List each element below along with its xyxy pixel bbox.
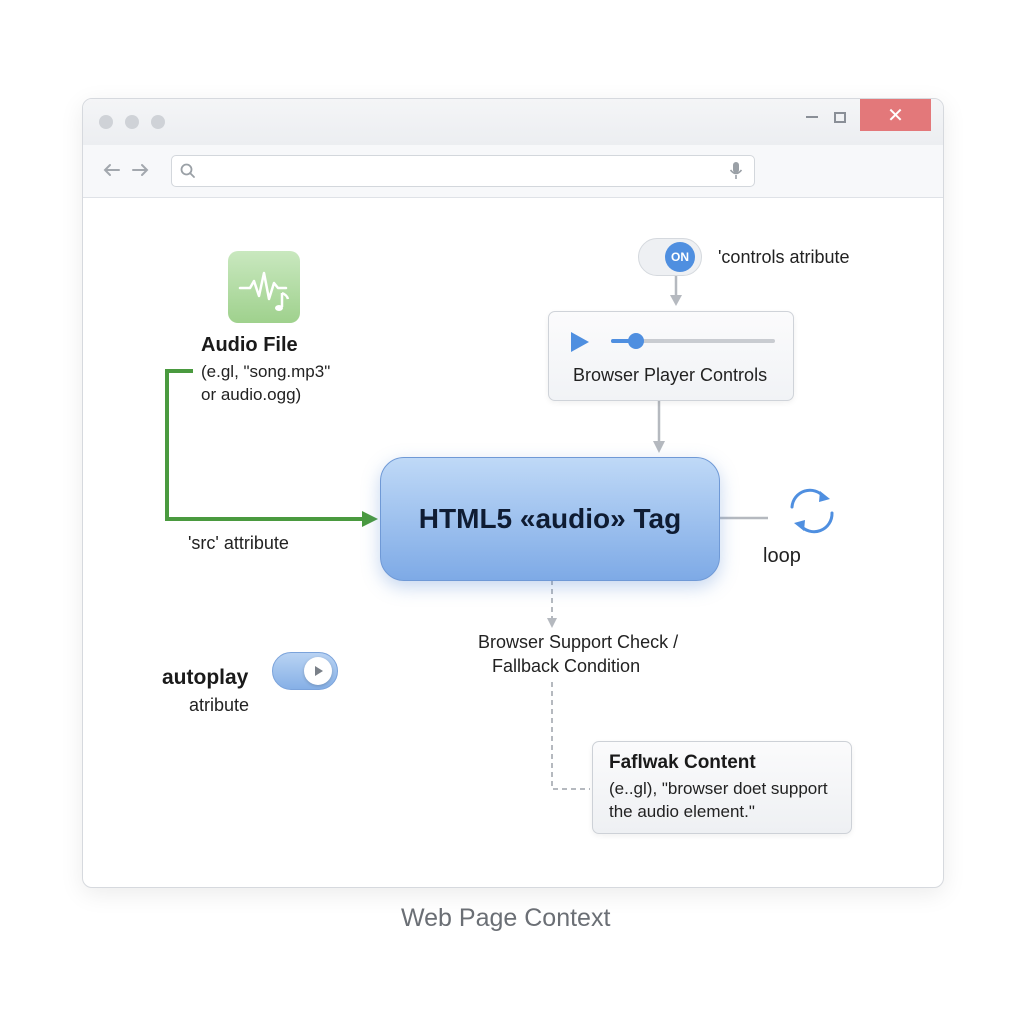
- close-button[interactable]: ✕: [860, 99, 931, 131]
- microphone-icon[interactable]: [728, 161, 744, 181]
- controls-attribute-label: 'controls atribute: [718, 247, 850, 267]
- navigation-bar: [83, 145, 943, 198]
- support-check-line1: Browser Support Check /: [478, 632, 679, 652]
- audio-wave-icon: [238, 271, 290, 311]
- fallback-content-box: Faflwak Content (e..gl), "browser doet s…: [592, 741, 852, 834]
- player-connector-head: [653, 441, 665, 453]
- browser-player-controls: Browser Player Controls: [548, 311, 794, 401]
- play-icon[interactable]: [569, 330, 591, 354]
- controls-toggle[interactable]: ON: [638, 238, 702, 276]
- audio-file-icon: [228, 251, 300, 323]
- minimize-icon: [806, 116, 818, 118]
- fallback-title: Faflwak Content: [609, 752, 756, 773]
- minimize-button[interactable]: [799, 101, 825, 133]
- controls-toggle-knob: ON: [665, 242, 695, 272]
- window-dot: [99, 115, 113, 129]
- window-dot: [125, 115, 139, 129]
- html5-audio-tag-node: HTML5 «audio» Tag: [380, 457, 720, 581]
- autoplay-subtitle: atribute: [189, 695, 250, 715]
- controls-connector-head: [670, 295, 682, 306]
- audio-file-example-line2: or audio.ogg): [201, 385, 302, 404]
- play-icon: [315, 666, 323, 676]
- maximize-button[interactable]: [827, 101, 853, 133]
- player-progress-fill: [611, 339, 636, 343]
- loop-icon: [790, 488, 834, 534]
- player-progress-thumb[interactable]: [627, 333, 644, 349]
- forward-arrow-icon[interactable]: [127, 157, 153, 183]
- src-attribute-label: 'src' attribute: [188, 533, 289, 553]
- back-arrow-icon[interactable]: [99, 157, 125, 183]
- address-bar[interactable]: [171, 155, 755, 187]
- close-icon: ✕: [887, 104, 904, 127]
- html5-audio-tag-label: HTML5 «audio» Tag: [418, 503, 682, 534]
- title-bar: ✕: [83, 99, 943, 146]
- autoplay-toggle[interactable]: [272, 652, 338, 690]
- src-arrow: [165, 369, 364, 521]
- fallback-line2: the audio element.": [609, 802, 755, 821]
- page-caption: Web Page Context: [401, 904, 611, 932]
- autoplay-toggle-knob: [304, 657, 332, 685]
- player-progress-track[interactable]: [611, 333, 775, 349]
- fallback-connector: [551, 682, 590, 790]
- maximize-icon: [834, 111, 846, 123]
- support-connector-head: [547, 618, 557, 628]
- src-arrow-head: [362, 511, 378, 527]
- audio-file-example-line1: (e.gl, "song.mp3": [201, 362, 331, 381]
- autoplay-title: autoplay: [162, 666, 249, 689]
- audio-file-title: Audio File: [201, 334, 298, 356]
- support-check-line2: Fallback Condition: [492, 656, 641, 676]
- loop-label: loop: [763, 545, 801, 567]
- search-icon: [180, 163, 195, 178]
- fallback-line1: (e..gl), "browser doet support: [609, 779, 828, 798]
- window-dot: [151, 115, 165, 129]
- browser-player-controls-label: Browser Player Controls: [573, 365, 768, 385]
